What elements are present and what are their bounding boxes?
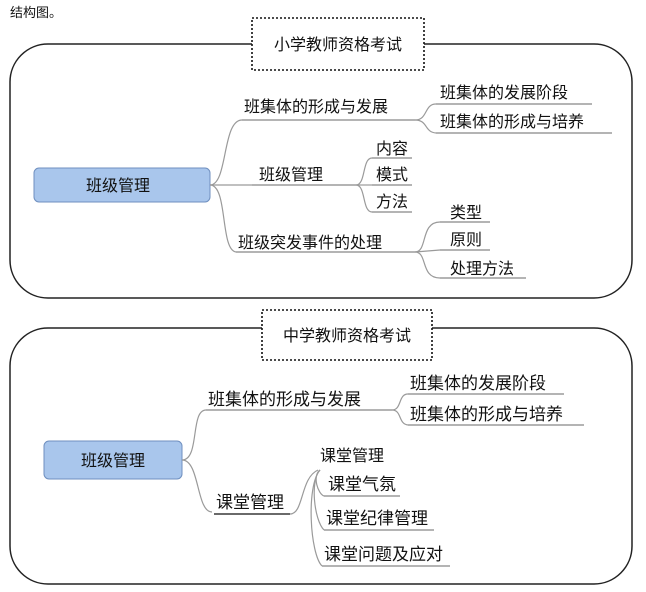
branch-label: 班级管理 xyxy=(259,165,323,184)
leaf-label: 班集体的发展阶段 xyxy=(440,83,568,102)
panel-secondary-title-box xyxy=(261,309,433,361)
panel-primary-title-box xyxy=(251,17,425,71)
leaf-label: 班集体的形成与培养 xyxy=(410,405,563,425)
connector xyxy=(181,409,207,461)
branch-label: 班集体的形成与发展 xyxy=(244,97,388,116)
connector xyxy=(414,249,441,253)
panel-secondary: 中学教师资格考试 班级管理 班集体的形成与发展 班集体的发展阶段 班集体的形成与… xyxy=(9,309,633,585)
connector xyxy=(414,119,437,134)
root-node-secondary-label: 班级管理 xyxy=(81,451,145,470)
branch-label: 课堂管理 xyxy=(216,493,284,513)
connector xyxy=(391,409,409,426)
panel-secondary-title: 中学教师资格考试 xyxy=(283,326,411,345)
panel-primary: 小学教师资格考试 班级管理 班集体的形成与发展 班集体的发展阶段 班集体的形成与… xyxy=(9,17,633,299)
leaf-label: 课堂纪律管理 xyxy=(326,509,428,529)
leaf-label: 班集体的发展阶段 xyxy=(410,374,546,394)
connector xyxy=(209,184,237,253)
leaf-label: 类型 xyxy=(450,203,482,222)
connector xyxy=(209,119,243,186)
leaf-label: 模式 xyxy=(376,165,408,184)
connector xyxy=(414,221,441,253)
leaf-label: 处理方法 xyxy=(450,259,514,278)
leaf-label: 内容 xyxy=(376,139,408,158)
branch-header-label: 课堂管理 xyxy=(320,446,384,465)
branch-label: 班级突发事件的处理 xyxy=(238,233,382,252)
panel-primary-title: 小学教师资格考试 xyxy=(274,35,402,54)
connector xyxy=(391,393,409,411)
connector xyxy=(355,157,373,186)
connector xyxy=(414,251,441,279)
leaf-label: 方法 xyxy=(376,192,408,211)
branch-label: 班集体的形成与发展 xyxy=(208,390,361,410)
root-node-primary-label: 班级管理 xyxy=(86,176,150,195)
leaf-label: 课堂问题及应对 xyxy=(324,545,443,565)
connector xyxy=(355,184,373,213)
caption-text: 结构图。 xyxy=(10,6,62,21)
connector xyxy=(310,469,323,567)
leaf-label: 原则 xyxy=(450,230,482,249)
connector xyxy=(289,469,319,515)
connector xyxy=(414,103,437,121)
leaf-label: 课堂气氛 xyxy=(328,475,396,495)
connector xyxy=(181,459,213,513)
leaf-label: 班集体的形成与培养 xyxy=(440,112,584,131)
